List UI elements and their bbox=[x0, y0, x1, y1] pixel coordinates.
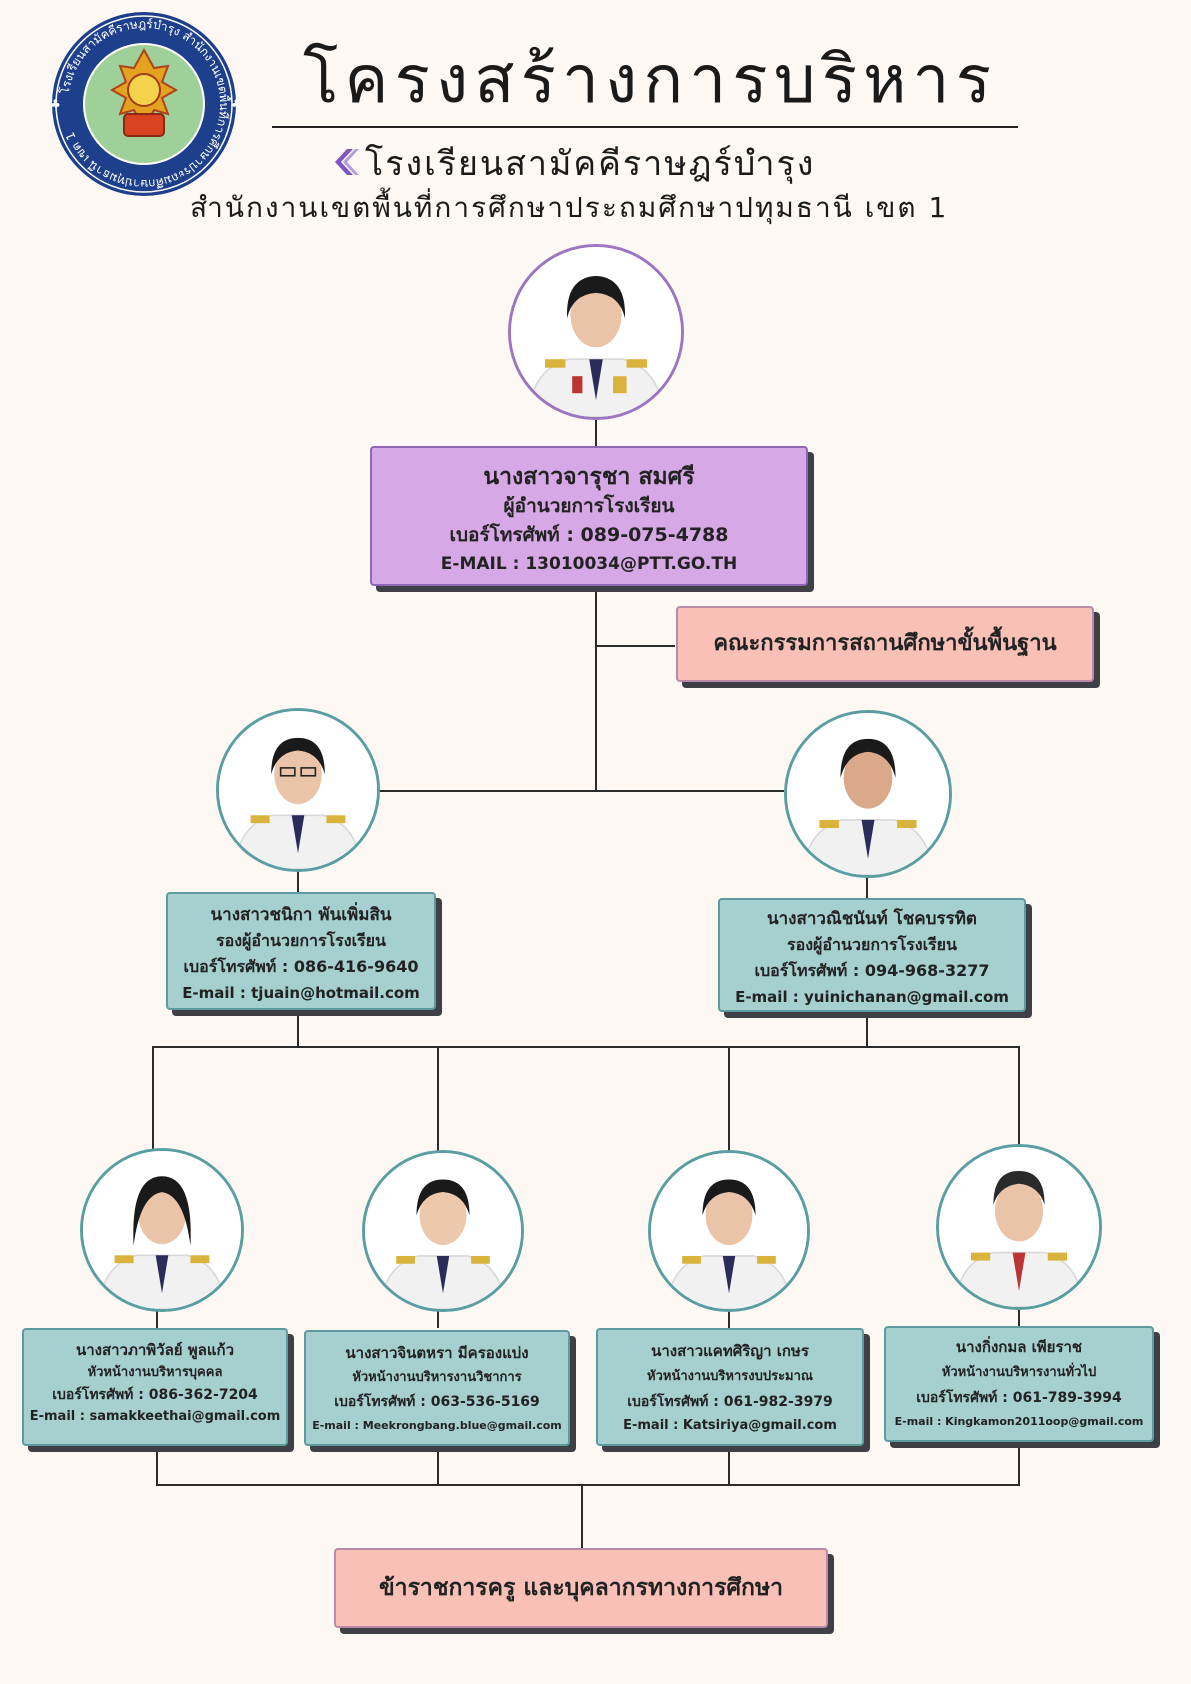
connector-line bbox=[156, 1308, 158, 1328]
director-email: E-MAIL : 13010034@PTT.GO.TH bbox=[440, 554, 738, 574]
head-photo bbox=[362, 1150, 524, 1312]
head-name: นางสาวจินตหรา มีครองแบ่ง bbox=[345, 1344, 529, 1362]
deputy-name: นางสาวชนิกา พันเพิ่มสิน bbox=[210, 905, 392, 925]
connector-line bbox=[297, 868, 299, 894]
head-phone: เบอร์โทรศัพท์ : 063-536-5169 bbox=[334, 1394, 540, 1410]
head-phone: เบอร์โทรศัพท์ : 086-362-7204 bbox=[52, 1387, 258, 1403]
director-position: ผู้อำนวยการโรงเรียน bbox=[503, 495, 675, 517]
title-divider bbox=[272, 126, 1018, 128]
office-name: สำนักงานเขตพื้นที่การศึกษาประถมศึกษาปทุม… bbox=[190, 191, 949, 224]
head-name: นางสาวแคทศิริญา เกษร bbox=[651, 1342, 809, 1360]
head-photo bbox=[648, 1150, 810, 1312]
head-name: นางสาวภาพิวัลย์ พูลแก้ว bbox=[75, 1341, 235, 1359]
deputy-phone: เบอร์โทรศัพท์ : 094-968-3277 bbox=[754, 961, 990, 980]
head-email: E-mail : Kingkamon2011oop@gmail.com bbox=[894, 1415, 1144, 1428]
school-logo: โรงเรียนสามัคคีราษฎร์บำรุง สำนักงานเขตพื… bbox=[50, 10, 242, 198]
connector-line bbox=[378, 790, 784, 792]
connector-line bbox=[297, 1010, 299, 1048]
head-card: นางสาวจินตหรา มีครองแบ่ง หัวหน้างานบริหา… bbox=[304, 1330, 570, 1446]
director-card: นางสาวจารุชา สมศรี ผู้อำนวยการโรงเรียน เ… bbox=[370, 446, 808, 586]
connector-line bbox=[866, 874, 868, 900]
connector-line bbox=[1018, 1444, 1020, 1486]
connector-line bbox=[437, 1446, 439, 1486]
head-email: E-mail : samakkeethai@gmail.com bbox=[29, 1409, 281, 1424]
connector-line bbox=[728, 1310, 730, 1328]
connector-line bbox=[1018, 1304, 1020, 1328]
head-position: หัวหน้างานบริหารงานทั่วไป bbox=[941, 1365, 1097, 1380]
deputy-card: นางสาวณิชนันท์ โชคบรรทิต รองผู้อำนวยการโ… bbox=[718, 898, 1026, 1012]
head-position: หัวหน้างานบริหารงานวิชาการ bbox=[352, 1370, 522, 1385]
director-phone: เบอร์โทรศัพท์ : 089-075-4788 bbox=[449, 524, 729, 546]
head-position: หัวหน้างานบริหารงบประมาณ bbox=[647, 1369, 813, 1384]
connector-line bbox=[156, 1484, 1020, 1486]
head-card: นางสาวแคทศิริญา เกษร หัวหน้างานบริหารงบป… bbox=[596, 1328, 864, 1446]
connector-line bbox=[866, 1010, 868, 1048]
head-card: นางกิ่งกมล เพียราช หัวหน้างานบริหารงานทั… bbox=[884, 1326, 1154, 1442]
connector-line bbox=[595, 418, 597, 448]
head-email: E-mail : Meekrongbang.blue@gmail.com bbox=[312, 1419, 562, 1432]
deputy-email: E-mail : yuinichanan@gmail.com bbox=[735, 988, 1009, 1006]
deputy-photo bbox=[784, 710, 952, 878]
deputy-email: E-mail : tjuain@hotmail.com bbox=[182, 984, 420, 1002]
connector-line bbox=[152, 1046, 154, 1152]
head-card: นางสาวภาพิวัลย์ พูลแก้ว หัวหน้างานบริหาร… bbox=[22, 1328, 288, 1446]
head-name: นางกิ่งกมล เพียราช bbox=[955, 1338, 1083, 1356]
school-name-line: โรงเรียนสามัคคีราษฎร์บำรุง bbox=[333, 136, 893, 190]
connector-line bbox=[156, 1446, 158, 1486]
connector-line bbox=[437, 1046, 439, 1152]
chevron-left-icon bbox=[333, 146, 359, 186]
committee-label: คณะกรรมการสถานศึกษาขั้นพื้นฐาน bbox=[713, 631, 1057, 656]
head-position: หัวหน้างานบริหารบุคคล bbox=[87, 1365, 223, 1380]
committee-card: คณะกรรมการสถานศึกษาขั้นพื้นฐาน bbox=[676, 606, 1094, 682]
director-photo bbox=[508, 244, 684, 420]
deputy-position: รองผู้อำนวยการโรงเรียน bbox=[787, 935, 957, 954]
connector-line bbox=[728, 1446, 730, 1486]
connector-line bbox=[152, 1046, 1020, 1048]
head-phone: เบอร์โทรศัพท์ : 061-982-3979 bbox=[627, 1394, 833, 1410]
connector-line bbox=[595, 645, 675, 647]
staff-label: ข้าราชการครู และบุคลากรทางการศึกษา bbox=[378, 1575, 784, 1601]
connector-line bbox=[728, 1046, 730, 1152]
head-photo bbox=[936, 1144, 1102, 1310]
director-name: นางสาวจารุชา สมศรี bbox=[483, 464, 695, 490]
connector-line bbox=[581, 1484, 583, 1550]
staff-card: ข้าราชการครู และบุคลากรทางการศึกษา bbox=[334, 1548, 828, 1628]
deputy-position: รองผู้อำนวยการโรงเรียน bbox=[216, 931, 386, 950]
deputy-name: นางสาวณิชนันท์ โชคบรรทิต bbox=[767, 909, 977, 929]
connector-line bbox=[1018, 1046, 1020, 1146]
svg-text:♣: ♣ bbox=[231, 97, 238, 111]
deputy-photo bbox=[216, 708, 380, 872]
head-phone: เบอร์โทรศัพท์ : 061-789-3994 bbox=[916, 1390, 1122, 1406]
head-email: E-mail : Katsiriya@gmail.com bbox=[623, 1418, 837, 1433]
head-photo bbox=[80, 1148, 244, 1312]
connector-line bbox=[437, 1310, 439, 1328]
page-title: โครงสร้างการบริหาร bbox=[302, 41, 998, 118]
svg-text:♣: ♣ bbox=[50, 97, 61, 111]
connector-line bbox=[595, 584, 597, 792]
school-name: โรงเรียนสามัคคีราษฎร์บำรุง bbox=[365, 144, 816, 184]
deputy-card: นางสาวชนิกา พันเพิ่มสิน รองผู้อำนวยการโร… bbox=[166, 892, 436, 1010]
deputy-phone: เบอร์โทรศัพท์ : 086-416-9640 bbox=[183, 957, 419, 976]
